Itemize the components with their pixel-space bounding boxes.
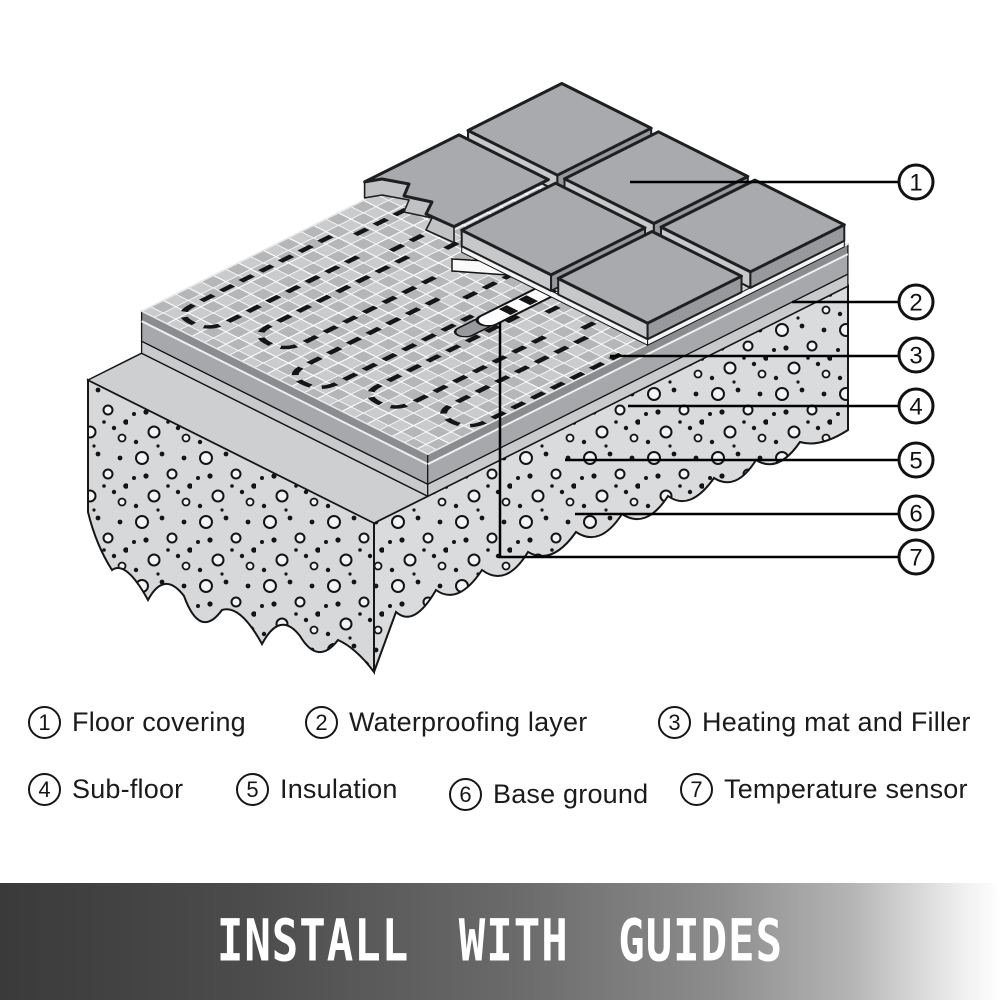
callout-number-6: 6 [909,501,922,528]
legend-label-2: Waterproofing layer [349,707,588,737]
layer-stack-left-edges [140,310,429,498]
legend-label-7: Temperature sensor [724,774,968,804]
banner: INSTALL WITH GUIDES [0,883,1000,1000]
legend-num-3: 3 [658,706,691,739]
legend-item-heating-mat: 3 Heating mat and Filler [658,706,971,739]
callout-circle-3 [897,336,935,374]
callout-number-4: 4 [909,394,922,421]
callout-circle-5 [897,441,935,479]
callout-circle-6 [897,494,935,532]
tile [556,230,743,341]
legend-num-2: 2 [305,706,338,739]
legend-label-5: Insulation [280,774,398,804]
callout-number-2: 2 [909,290,922,317]
waterproofing-layer-strips [461,239,845,347]
callout-number-3: 3 [909,343,922,370]
legend-num-5: 5 [236,773,269,806]
callout-number-7: 7 [909,545,922,572]
legend-label-3: Heating mat and Filler [702,707,971,737]
legend-label-1: Floor covering [72,707,246,737]
legend-label-6: Base ground [493,779,649,809]
legend-num-4: 4 [28,773,61,806]
callout-line-7 [498,322,899,559]
legend-item-insulation: 5 Insulation [236,773,398,806]
legend-num-7: 7 [680,773,713,806]
legend-item-sub-floor: 4 Sub-floor [28,773,183,806]
callout-circle-1 [897,163,935,201]
callout-circle-7 [897,538,935,576]
floor-heating-layers-diagram: 1 2 3 4 5 6 7 [86,82,935,673]
callout-circles: 1 2 3 4 5 6 7 [897,163,935,576]
callout-circle-2 [897,283,935,321]
legend-num-6: 6 [449,778,482,811]
legend-item-temperature-sensor: 7 Temperature sensor [680,773,968,806]
callout-lines [498,180,899,559]
layer-stack-right-edges [427,243,849,498]
legend-num-1: 1 [28,706,61,739]
legend-item-waterproofing-layer: 2 Waterproofing layer [305,706,587,739]
banner-title: INSTALL WITH GUIDES [216,907,784,976]
legend-item-floor-covering: 1 Floor covering [28,706,246,739]
legend-label-4: Sub-floor [72,774,184,804]
callout-number-1: 1 [909,170,922,197]
callout-number-5: 5 [909,448,922,475]
floor-covering-tiles [363,82,846,341]
callout-circle-4 [897,387,935,425]
legend-item-base-ground: 6 Base ground [449,778,648,811]
torn-tile [363,133,550,244]
